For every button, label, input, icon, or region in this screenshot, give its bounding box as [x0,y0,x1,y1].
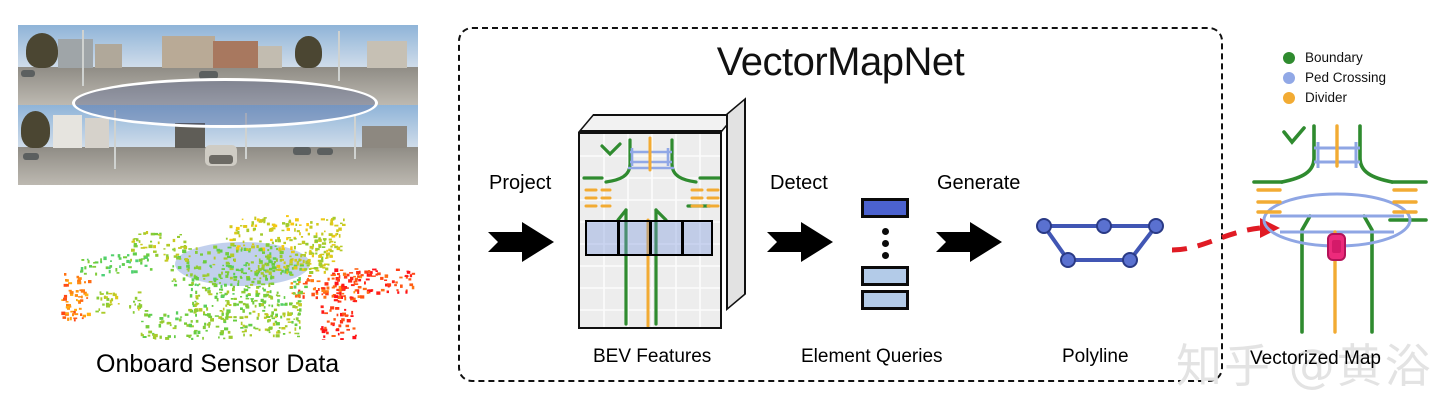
caption-polyline: Polyline [1062,346,1129,367]
element-queries-diagram [861,198,917,310]
bev-highlighted-query-region [585,220,713,256]
element-query-box-inactive [861,266,909,286]
bev-slab-top-face [578,114,738,132]
caption-vectorized-map: Vectorized Map [1250,348,1381,369]
legend-label-ped-crossing: Ped Crossing [1305,70,1387,86]
camera-view-front-left [18,25,152,105]
polyline-diagram [1032,212,1172,284]
stage-label-detect: Detect [770,172,828,194]
camera-view-back [151,105,285,185]
query-ellipsis-dot [882,252,889,259]
vectorized-map-svg [1252,124,1428,334]
block-arrow-right-icon-detect [767,222,833,262]
camera-view-front-right [284,25,418,105]
vectorized-map-diagram [1240,120,1435,345]
element-query-box-inactive [861,290,909,310]
onboard-sensor-panel: Onboard Sensor Data [0,0,440,414]
stage-label-project: Project [489,172,552,194]
legend-label-boundary: Boundary [1305,50,1363,66]
camera-view-front [151,25,285,105]
lidar-point-cloud [20,190,420,340]
legend-item-boundary: Boundary [1283,48,1433,68]
lidar-points-svg [61,215,416,340]
bev-map-elements-svg [580,134,720,327]
zhihu-watermark: 知乎 @黄浴 [1176,339,1433,393]
legend-item-ped-crossing: Ped Crossing [1283,68,1433,88]
legend-label-divider: Divider [1305,90,1348,106]
block-arrow-right-icon-generate [936,222,1002,262]
element-query-box-active [861,198,909,218]
stage-label-generate: Generate [937,172,1021,194]
block-arrow-right-icon-project [488,222,554,262]
caption-bev-features: BEV Features [593,346,712,367]
figure-title: VectorMapNet [716,40,965,84]
legend-item-divider: Divider [1283,88,1433,108]
legend-color-dot-boundary [1283,52,1295,64]
bev-slab-front-face [578,132,722,329]
polyline-svg [1036,218,1164,268]
multi-camera-image-grid [18,25,418,185]
query-ellipsis-dot [882,240,889,247]
caption-onboard-sensor-data: Onboard Sensor Data [96,350,340,378]
camera-view-back-left [18,105,152,185]
camera-view-back-right [284,105,418,185]
caption-element-queries: Element Queries [801,346,943,367]
legend-color-dot-divider [1283,92,1295,104]
bev-features-diagram [578,97,746,329]
legend-color-dot-ped-crossing [1283,72,1295,84]
query-ellipsis-dot [882,228,889,235]
map-element-legend: Boundary Ped Crossing Divider [1283,48,1433,108]
bev-slab-side-face [726,97,746,311]
